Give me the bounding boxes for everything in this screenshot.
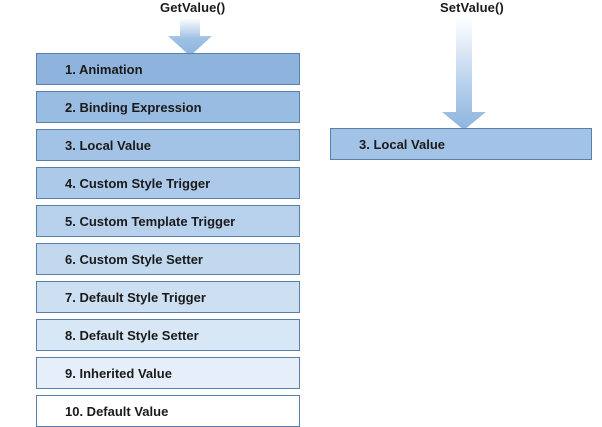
precedence-box-label: 7. Default Style Trigger [65,289,206,305]
precedence-box-label: 4. Custom Style Trigger [65,175,211,191]
setvalue-target-box: 3. Local Value [330,128,592,160]
getvalue-arrow-icon [168,18,212,56]
precedence-box-7: 7. Default Style Trigger [36,281,300,313]
setvalue-target-label: 3. Local Value [359,136,445,152]
precedence-box-label: 1. Animation [65,61,143,77]
precedence-box-1: 1. Animation [36,53,300,85]
precedence-box-8: 8. Default Style Setter [36,319,300,351]
precedence-box-label: 5. Custom Template Trigger [65,213,236,229]
precedence-box-label: 2. Binding Expression [65,99,202,115]
precedence-box-10: 10. Default Value [36,395,300,427]
precedence-box-6: 6. Custom Style Setter [36,243,300,275]
precedence-box-label: 6. Custom Style Setter [65,251,203,267]
precedence-box-label: 10. Default Value [65,403,169,419]
setvalue-arrow-icon [442,18,486,130]
getvalue-heading: GetValue() [160,0,226,15]
precedence-stack: 1. Animation 2. Binding Expression 3. Loca… [36,53,300,427]
precedence-box-3: 3. Local Value [36,129,300,161]
precedence-box-9: 9. Inherited Value [36,357,300,389]
setvalue-heading: SetValue() [440,0,504,15]
precedence-box-label: 9. Inherited Value [65,365,172,381]
precedence-box-label: 8. Default Style Setter [65,327,199,343]
precedence-box-2: 2. Binding Expression [36,91,300,123]
precedence-box-label: 3. Local Value [65,137,151,153]
precedence-box-5: 5. Custom Template Trigger [36,205,300,237]
precedence-box-4: 4. Custom Style Trigger [36,167,300,199]
